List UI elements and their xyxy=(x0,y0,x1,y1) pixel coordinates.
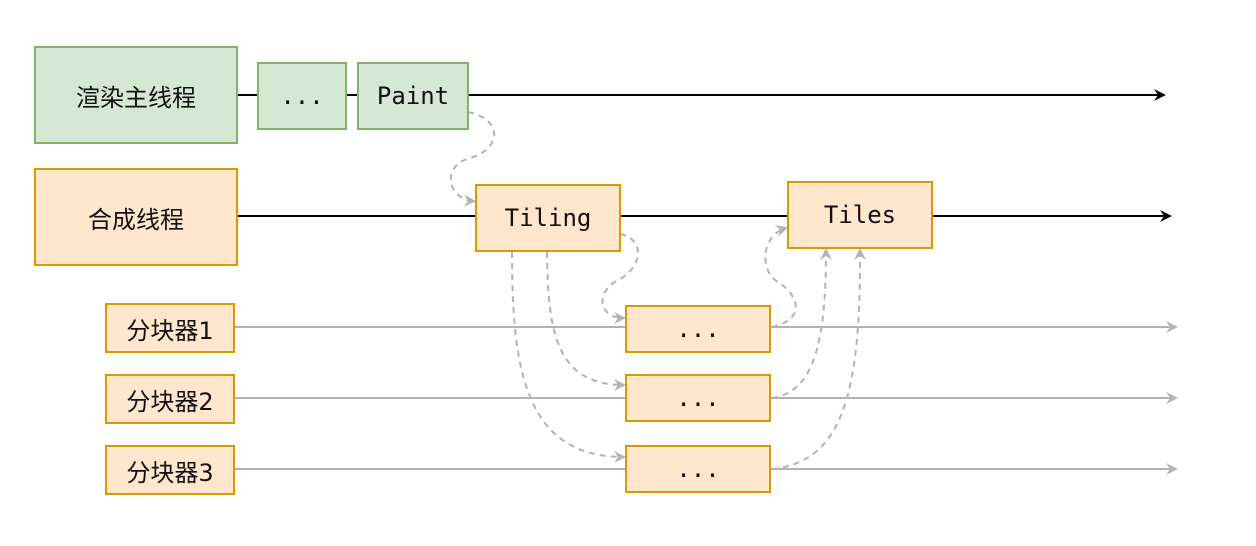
tiling-to-tiler2-connector xyxy=(546,251,626,391)
tiling-to-tiler3-connector xyxy=(511,251,626,463)
paint-task: Paint xyxy=(357,62,469,130)
tiling-to-tiler1-connector xyxy=(601,233,639,324)
tiler-1-label: 分块器1 xyxy=(105,303,235,353)
tiles-task: Tiles xyxy=(787,181,933,249)
main-thread-ellipsis-task: ... xyxy=(257,62,347,130)
tiler2-to-tiles-connector xyxy=(771,248,832,399)
tiler1-to-tiles-connector-a xyxy=(764,225,797,328)
tiling-task: Tiling xyxy=(475,184,621,252)
tiler3-to-tiles-connector xyxy=(771,248,867,470)
main-thread-label: 渲染主线程 xyxy=(34,46,238,144)
tiler-3-label: 分块器3 xyxy=(105,445,235,495)
tiler-3-task: ... xyxy=(625,445,771,493)
paint-to-tiling-connector xyxy=(449,111,496,207)
tiler-2-label: 分块器2 xyxy=(105,374,235,424)
tiler-1-task: ... xyxy=(625,305,771,353)
tiler-2-task: ... xyxy=(625,374,771,422)
compositor-thread-label: 合成线程 xyxy=(34,168,238,266)
